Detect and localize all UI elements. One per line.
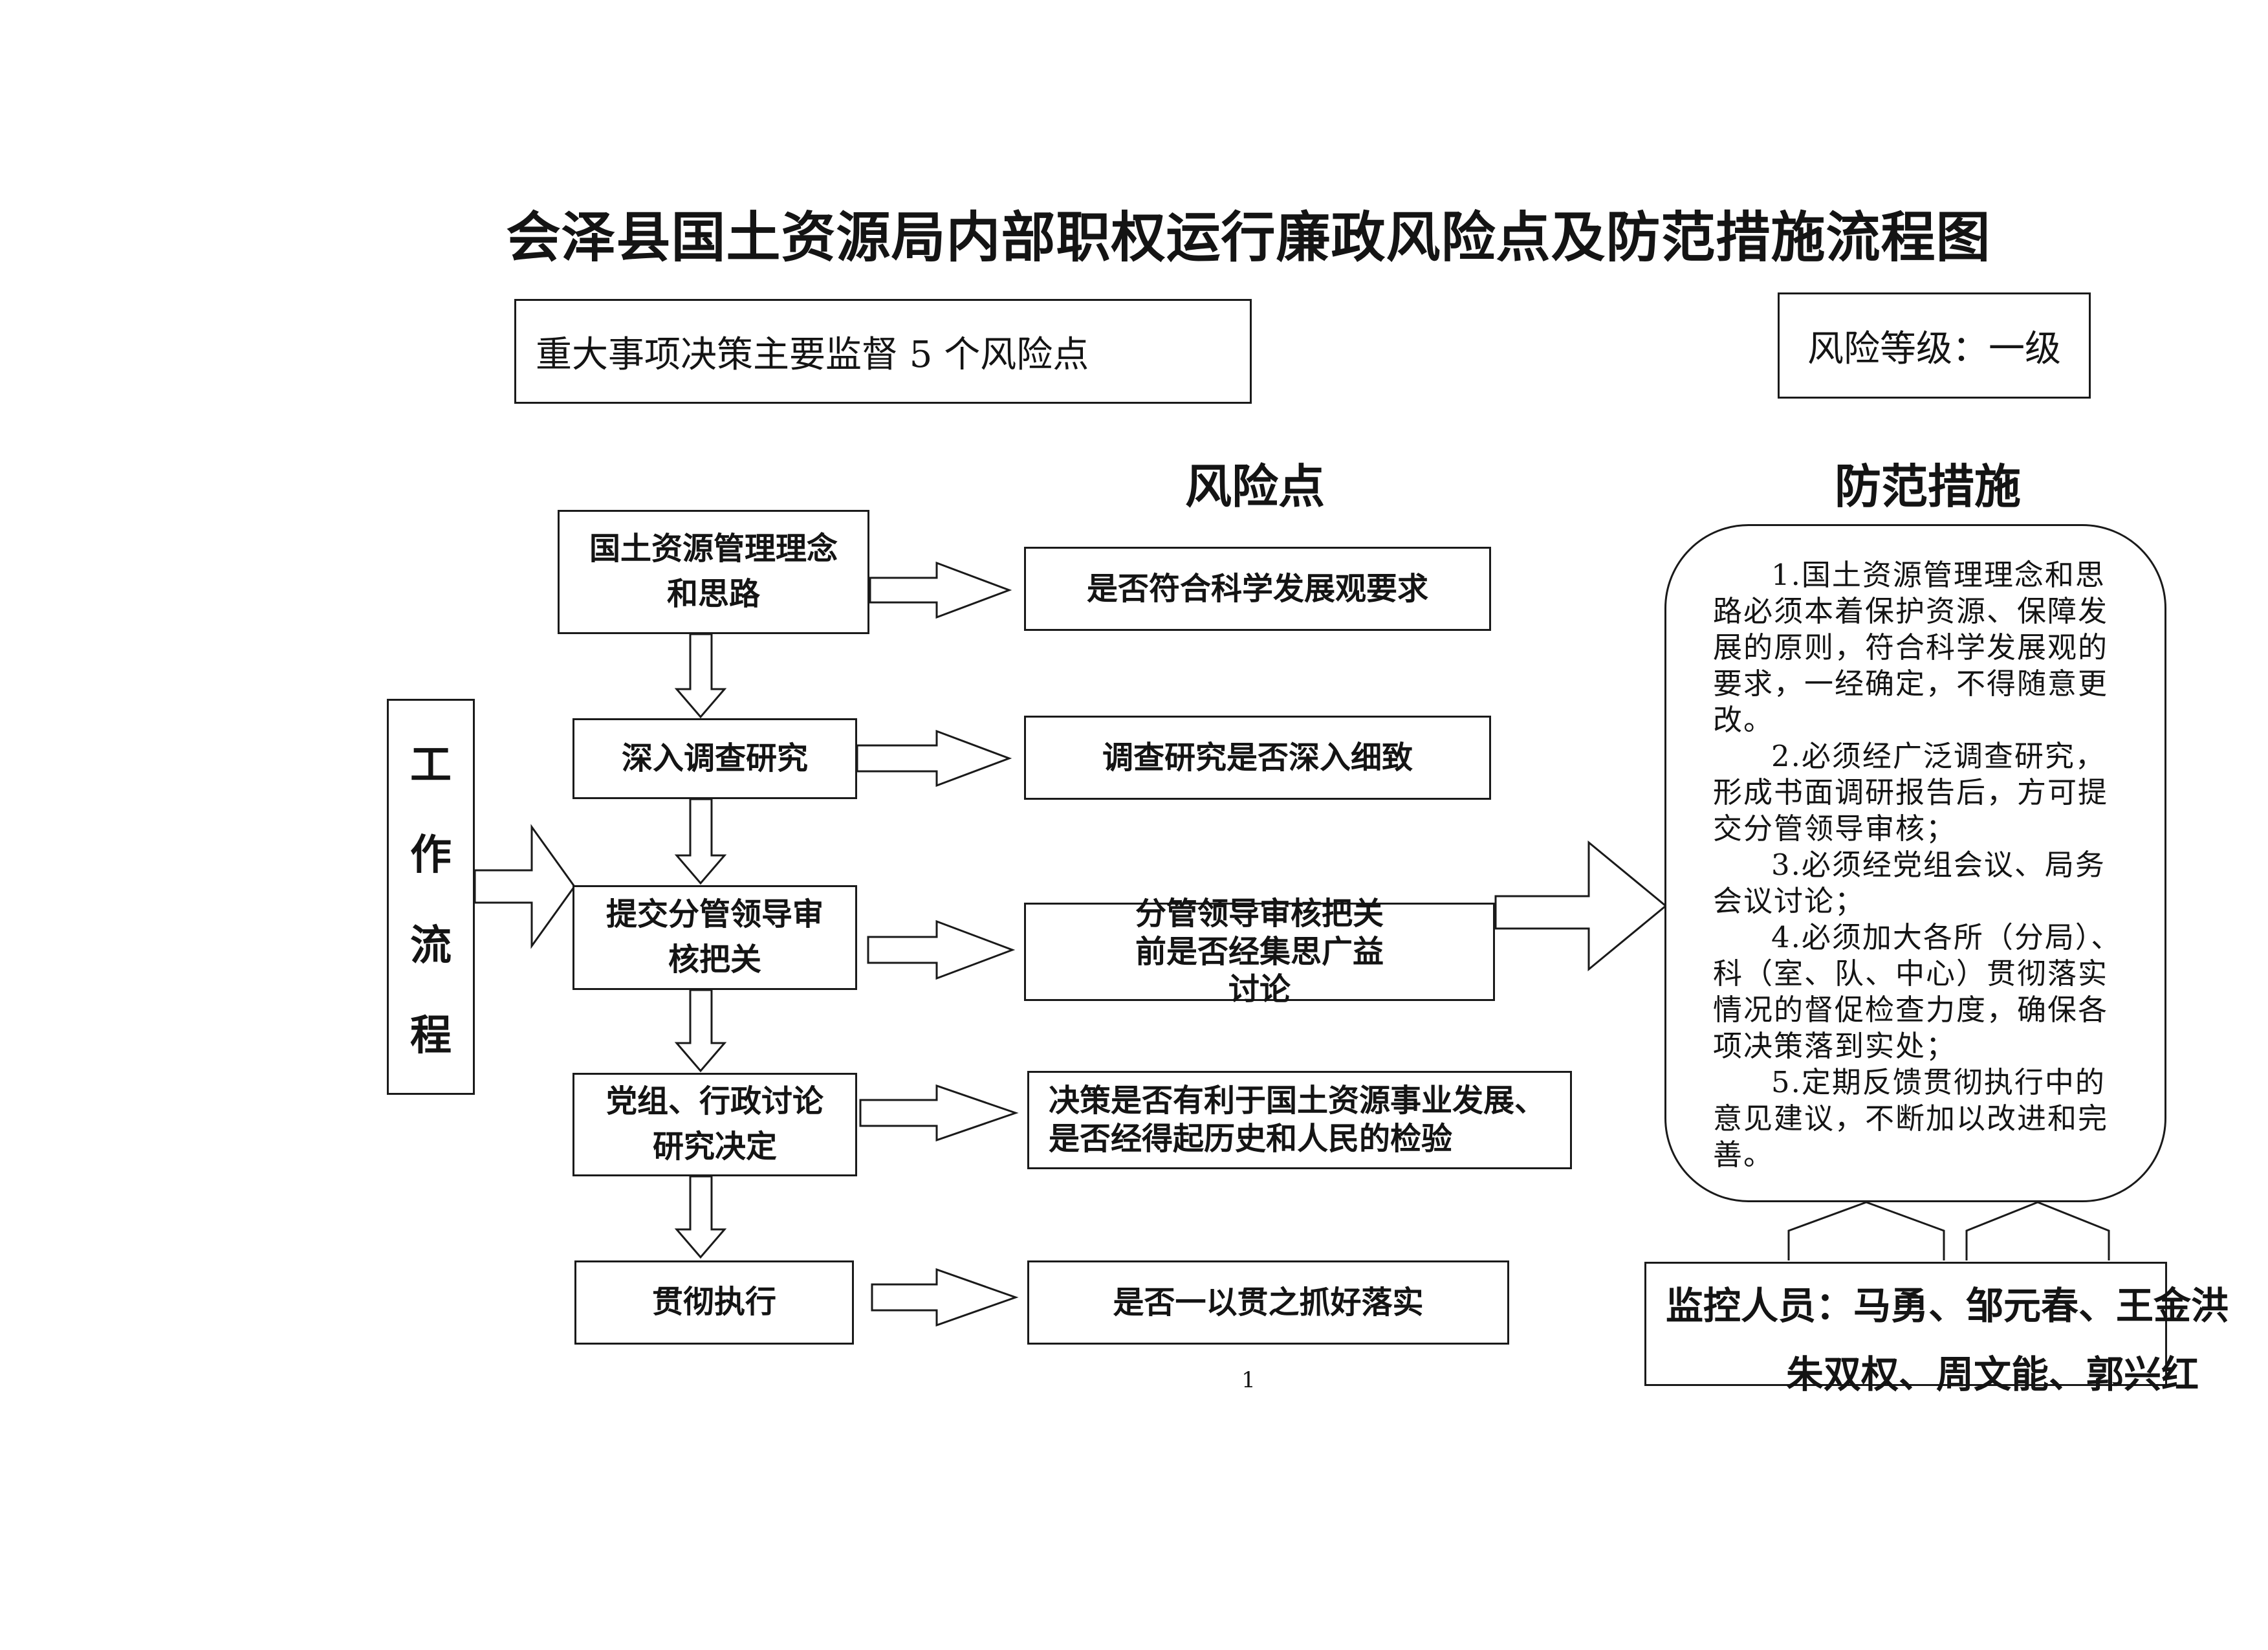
measures-box: 1.国土资源管理理念和思路必须本着保护资源、保障发展的原则，符合科学发展观的要求… (1664, 524, 2166, 1202)
subtitle-box: 重大事项决策主要监督 5 个风险点 (514, 299, 1252, 404)
monitors-box: 监控人员：马勇、邹元春、王金洪 朱双权、周文能、郭兴红 (1644, 1262, 2229, 1396)
step-box-4: 党组、行政讨论研究决定 (572, 1073, 857, 1176)
measure-item-5: 5.定期反馈贯彻执行中的意见建议，不断加以改进和完善。 (1713, 1065, 2109, 1172)
workflow-char-1: 工 (410, 740, 452, 789)
risk-level-box: 风险等级：一级 (1778, 292, 2091, 399)
arrow-right-5 (871, 1268, 1019, 1327)
arrow-right-4 (859, 1084, 1019, 1142)
monitors-line-2: 朱双权、周文能、郭兴红 (1786, 1352, 2199, 1396)
risk-box-4: 决策是否有利于国土资源事业发展、是否经得起历史和人民的检验 (1027, 1071, 1572, 1169)
arrow-workflow (474, 824, 576, 949)
arrow-right-1 (869, 561, 1012, 619)
risk-box-5: 是否一以贯之抓好落实 (1027, 1260, 1509, 1345)
risk-box-3: 分管领导审核把关前是否经集思广益讨论 (1024, 896, 1495, 1007)
arrow-right-2 (856, 729, 1012, 787)
monitors-line-1: 监控人员：马勇、邹元春、王金洪 (1666, 1284, 2229, 1328)
measure-item-2: 2.必须经广泛调查研究，形成书面调研报告后，方可提交分管领导审核； (1713, 739, 2109, 846)
measure-item-1: 1.国土资源管理理念和思路必须本着保护资源、保障发展的原则，符合科学发展观的要求… (1713, 558, 2109, 737)
risk-box-2: 调查研究是否深入细致 (1024, 716, 1491, 800)
arrow-to-measures (1494, 840, 1668, 972)
arrow-down-4 (674, 1175, 727, 1259)
measures-heading: 防范措施 (1834, 458, 2021, 514)
arrow-right-3 (867, 919, 1016, 980)
measure-item-4: 4.必须加大各所（分局）、科（室、队、中心）贯彻落实情况的督促检查力度，确保各项… (1713, 920, 2122, 1063)
measure-item-3: 3.必须经党组会议、局务会议讨论； (1713, 848, 2106, 918)
arrow-down-2 (674, 798, 727, 885)
arrow-down-3 (674, 989, 727, 1073)
page-number: 1 (1241, 1367, 1256, 1393)
step-box-5: 贯彻执行 (574, 1260, 854, 1345)
risk-points-heading: 风险点 (1184, 458, 1325, 514)
step-box-1: 国土资源管理理念和思路 (558, 510, 869, 634)
diagram-title: 会泽县国土资源局内部职权运行廉政风险点及防范措施流程图 (506, 204, 1991, 269)
chevron-monitor-right (1965, 1201, 2110, 1260)
workflow-char-4: 程 (410, 1011, 452, 1061)
arrow-down-1 (674, 633, 727, 719)
workflow-label: 工 作 流 程 (387, 699, 475, 1095)
step-box-3: 提交分管领导审核把关 (572, 885, 857, 990)
workflow-char-2: 作 (410, 831, 452, 880)
step-box-2: 深入调查研究 (572, 718, 857, 799)
risk-box-1: 是否符合科学发展观要求 (1024, 547, 1491, 631)
workflow-char-3: 流 (410, 921, 452, 970)
chevron-monitor-left (1787, 1201, 1945, 1260)
